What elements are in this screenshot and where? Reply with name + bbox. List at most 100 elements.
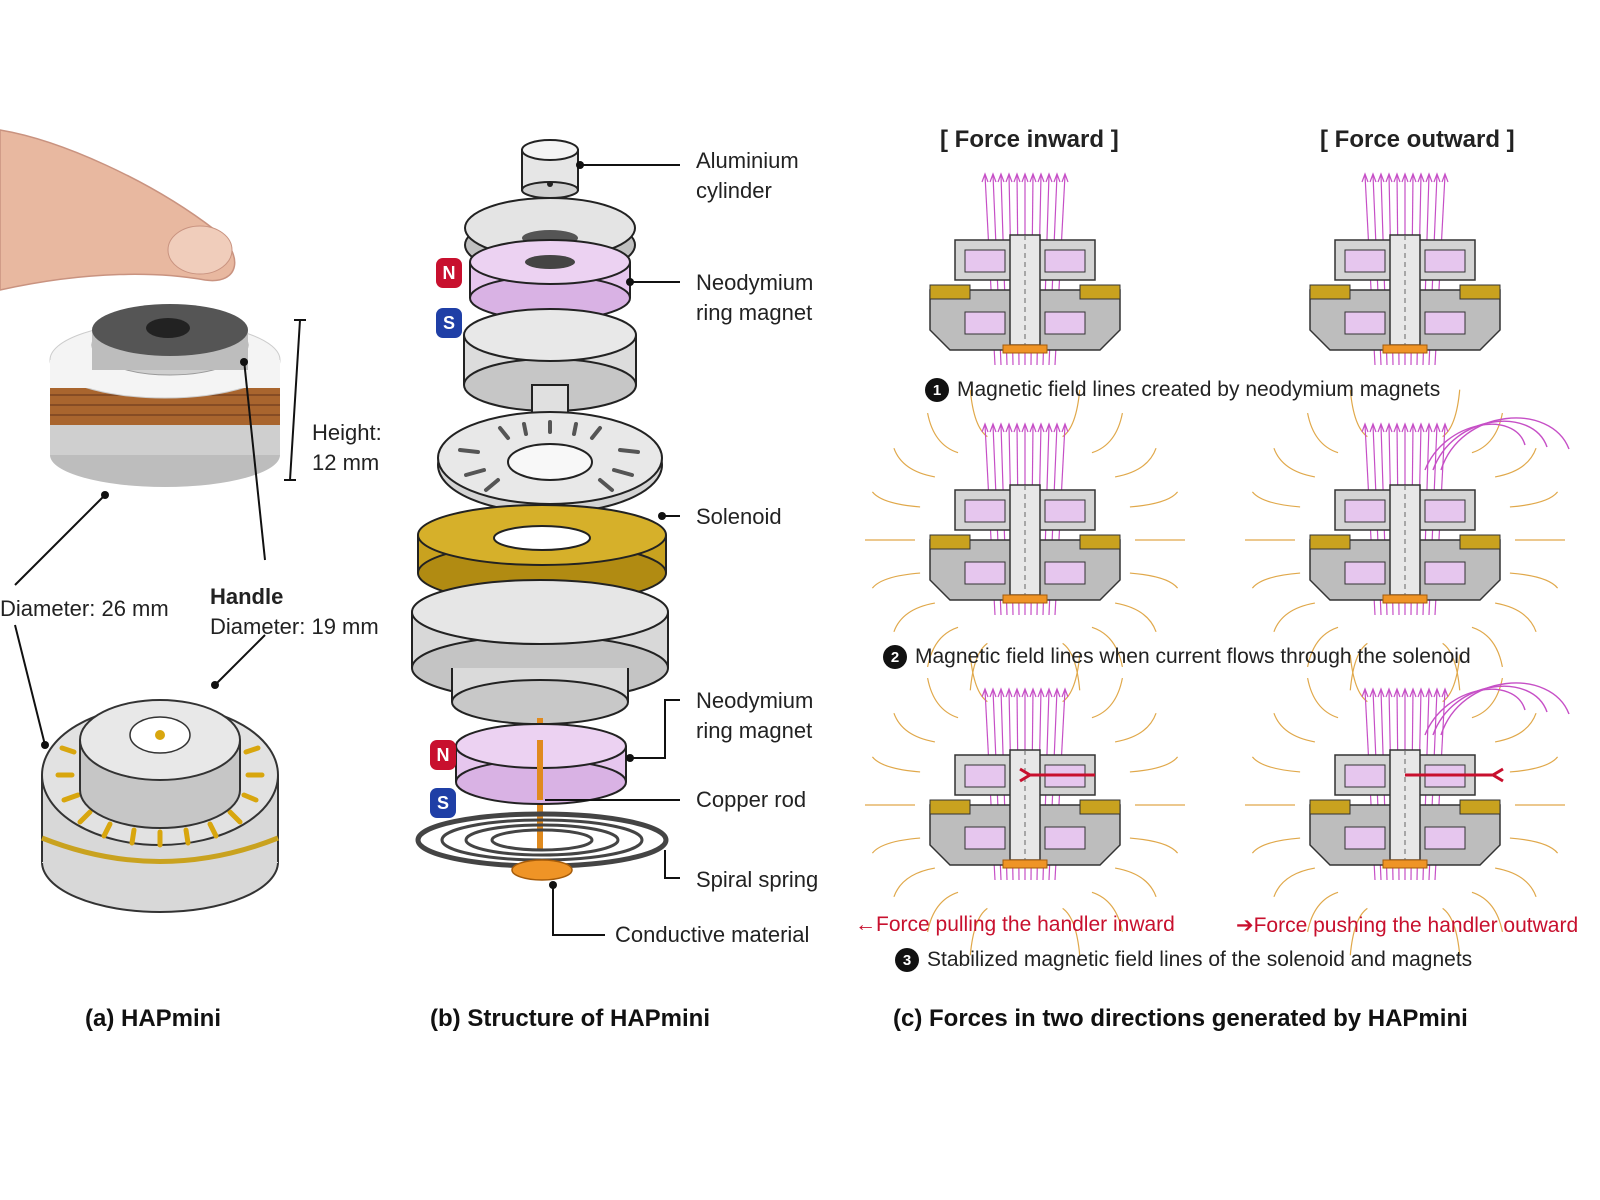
field-arrowhead — [1433, 687, 1441, 698]
solenoid-field-line — [871, 837, 921, 854]
solenoid-field-line — [1129, 756, 1179, 773]
field-arrowhead — [1045, 422, 1053, 433]
field-arrowhead — [981, 422, 989, 433]
caption-a: (a) HAPmini — [85, 1005, 222, 1032]
handle-label-line1: Handle — [210, 584, 284, 609]
field-arrowhead — [989, 422, 997, 433]
field-arrowhead — [1425, 687, 1433, 698]
caption-c: (c) Forces in two directions generated b… — [893, 1005, 1468, 1032]
south-pole-badge-top: S — [436, 308, 462, 338]
step-2-label: 2 Magnetic field lines when current flow… — [883, 645, 1471, 669]
field-arrowhead — [1433, 172, 1441, 183]
field-arrowhead — [1037, 687, 1045, 698]
solenoid-field-line — [893, 602, 935, 632]
solenoid-field-line — [1273, 867, 1315, 897]
field-arrowhead — [997, 422, 1005, 433]
conductive-pad — [1382, 594, 1428, 604]
solenoid-field-line — [1307, 891, 1339, 933]
field-arrowhead — [1393, 687, 1401, 698]
solenoid-field-line — [1129, 491, 1179, 508]
solenoid-field-line — [1062, 907, 1081, 956]
step-3-label: 3 Stabilized magnetic field lines of the… — [895, 948, 1472, 972]
field-arrowhead — [1409, 687, 1417, 698]
field-arrowhead — [1013, 687, 1021, 698]
field-arrowhead — [1425, 422, 1433, 433]
field-arrowhead — [1385, 422, 1393, 433]
solenoid-field-line — [1442, 642, 1461, 691]
conductive-pad — [1382, 344, 1428, 354]
field-arrowhead — [1385, 172, 1393, 183]
field-arrowhead — [1441, 422, 1449, 433]
field-arrowhead — [1377, 422, 1385, 433]
field-arrowhead — [989, 687, 997, 698]
label-neodymium-magnet-bottom-line2: ring magnet — [696, 718, 813, 743]
diameter-label: Diameter: 26 mm — [0, 596, 169, 621]
label-neodymium-magnet-top-line2: ring magnet — [696, 300, 813, 325]
solenoid-field-line — [1509, 491, 1559, 508]
field-arrowhead — [1409, 172, 1417, 183]
solenoid-field-line — [1471, 677, 1503, 719]
field-arrowhead — [1377, 687, 1385, 698]
magnet-section-bottom-left — [964, 311, 1006, 335]
field-arrowhead — [981, 687, 989, 698]
field-arrowhead — [1005, 172, 1013, 183]
field-arrowhead — [1441, 172, 1449, 183]
solenoid-field-line — [1509, 837, 1559, 854]
field-arrowhead — [1005, 687, 1013, 698]
magnet-section-top-right — [1424, 249, 1466, 273]
field-arrowhead — [1037, 422, 1045, 433]
handle-label: Handle Diameter: 19 mm — [210, 582, 379, 642]
magnet-section-top-left — [1344, 499, 1386, 523]
conductive-pad — [1002, 859, 1048, 869]
field-arrowhead — [1037, 172, 1045, 183]
solenoid-field-line — [1509, 756, 1559, 773]
field-arrowhead — [1029, 687, 1037, 698]
solenoid-field-line — [1273, 448, 1315, 478]
solenoid-field-line — [1495, 713, 1537, 743]
solenoid-section-right — [1079, 799, 1121, 815]
magnet-section-top-right — [1044, 249, 1086, 273]
field-arrowhead — [1401, 422, 1409, 433]
conductive-pad — [1382, 859, 1428, 869]
solenoid-field-line — [871, 491, 921, 508]
south-pole-badge-bottom: S — [430, 788, 456, 818]
label-solenoid: Solenoid — [696, 504, 782, 529]
solenoid-field-line — [969, 642, 988, 691]
field-arrowhead — [997, 172, 1005, 183]
solenoid-field-line — [1509, 572, 1559, 589]
solenoid-field-line — [927, 677, 959, 719]
field-arrowhead — [1045, 172, 1053, 183]
solenoid-section-right — [1079, 534, 1121, 550]
field-arrowhead — [1013, 422, 1021, 433]
field-arrowhead — [1377, 172, 1385, 183]
solenoid-field-line — [893, 448, 935, 478]
solenoid-field-line — [1251, 837, 1301, 854]
solenoid-section-left — [1309, 534, 1351, 550]
step-1-label: 1 Magnetic field lines created by neodym… — [925, 378, 1440, 402]
force-diagram-r3-c2 — [1245, 654, 1570, 956]
field-arrowhead — [1061, 422, 1069, 433]
field-arrowhead — [1361, 687, 1369, 698]
magnet-section-bottom-left — [1344, 561, 1386, 585]
solenoid-field-line — [1273, 713, 1315, 743]
field-arrowhead — [1409, 422, 1417, 433]
step-1-number: 1 — [925, 378, 949, 402]
field-arrowhead — [1361, 422, 1369, 433]
field-arrowhead — [1053, 172, 1061, 183]
field-arrowhead — [1369, 422, 1377, 433]
solenoid-field-line — [1495, 448, 1537, 478]
solenoid-field-line — [1495, 602, 1537, 632]
conductive-pad — [1002, 344, 1048, 354]
field-arrowhead — [1021, 172, 1029, 183]
height-label-line1: Height: — [312, 420, 382, 445]
solenoid-field-line — [1091, 626, 1123, 668]
solenoid-section-left — [929, 534, 971, 550]
magnet-section-top-right — [1044, 499, 1086, 523]
label-aluminium-cylinder-line2: cylinder — [696, 178, 772, 203]
force-inward-label: ←Force pulling the handler inward — [855, 913, 1175, 936]
solenoid-field-line — [1349, 642, 1368, 691]
force-arrowhead — [1490, 767, 1504, 783]
label-neodymium-magnet-bottom-line1: Neodymium — [696, 688, 814, 713]
